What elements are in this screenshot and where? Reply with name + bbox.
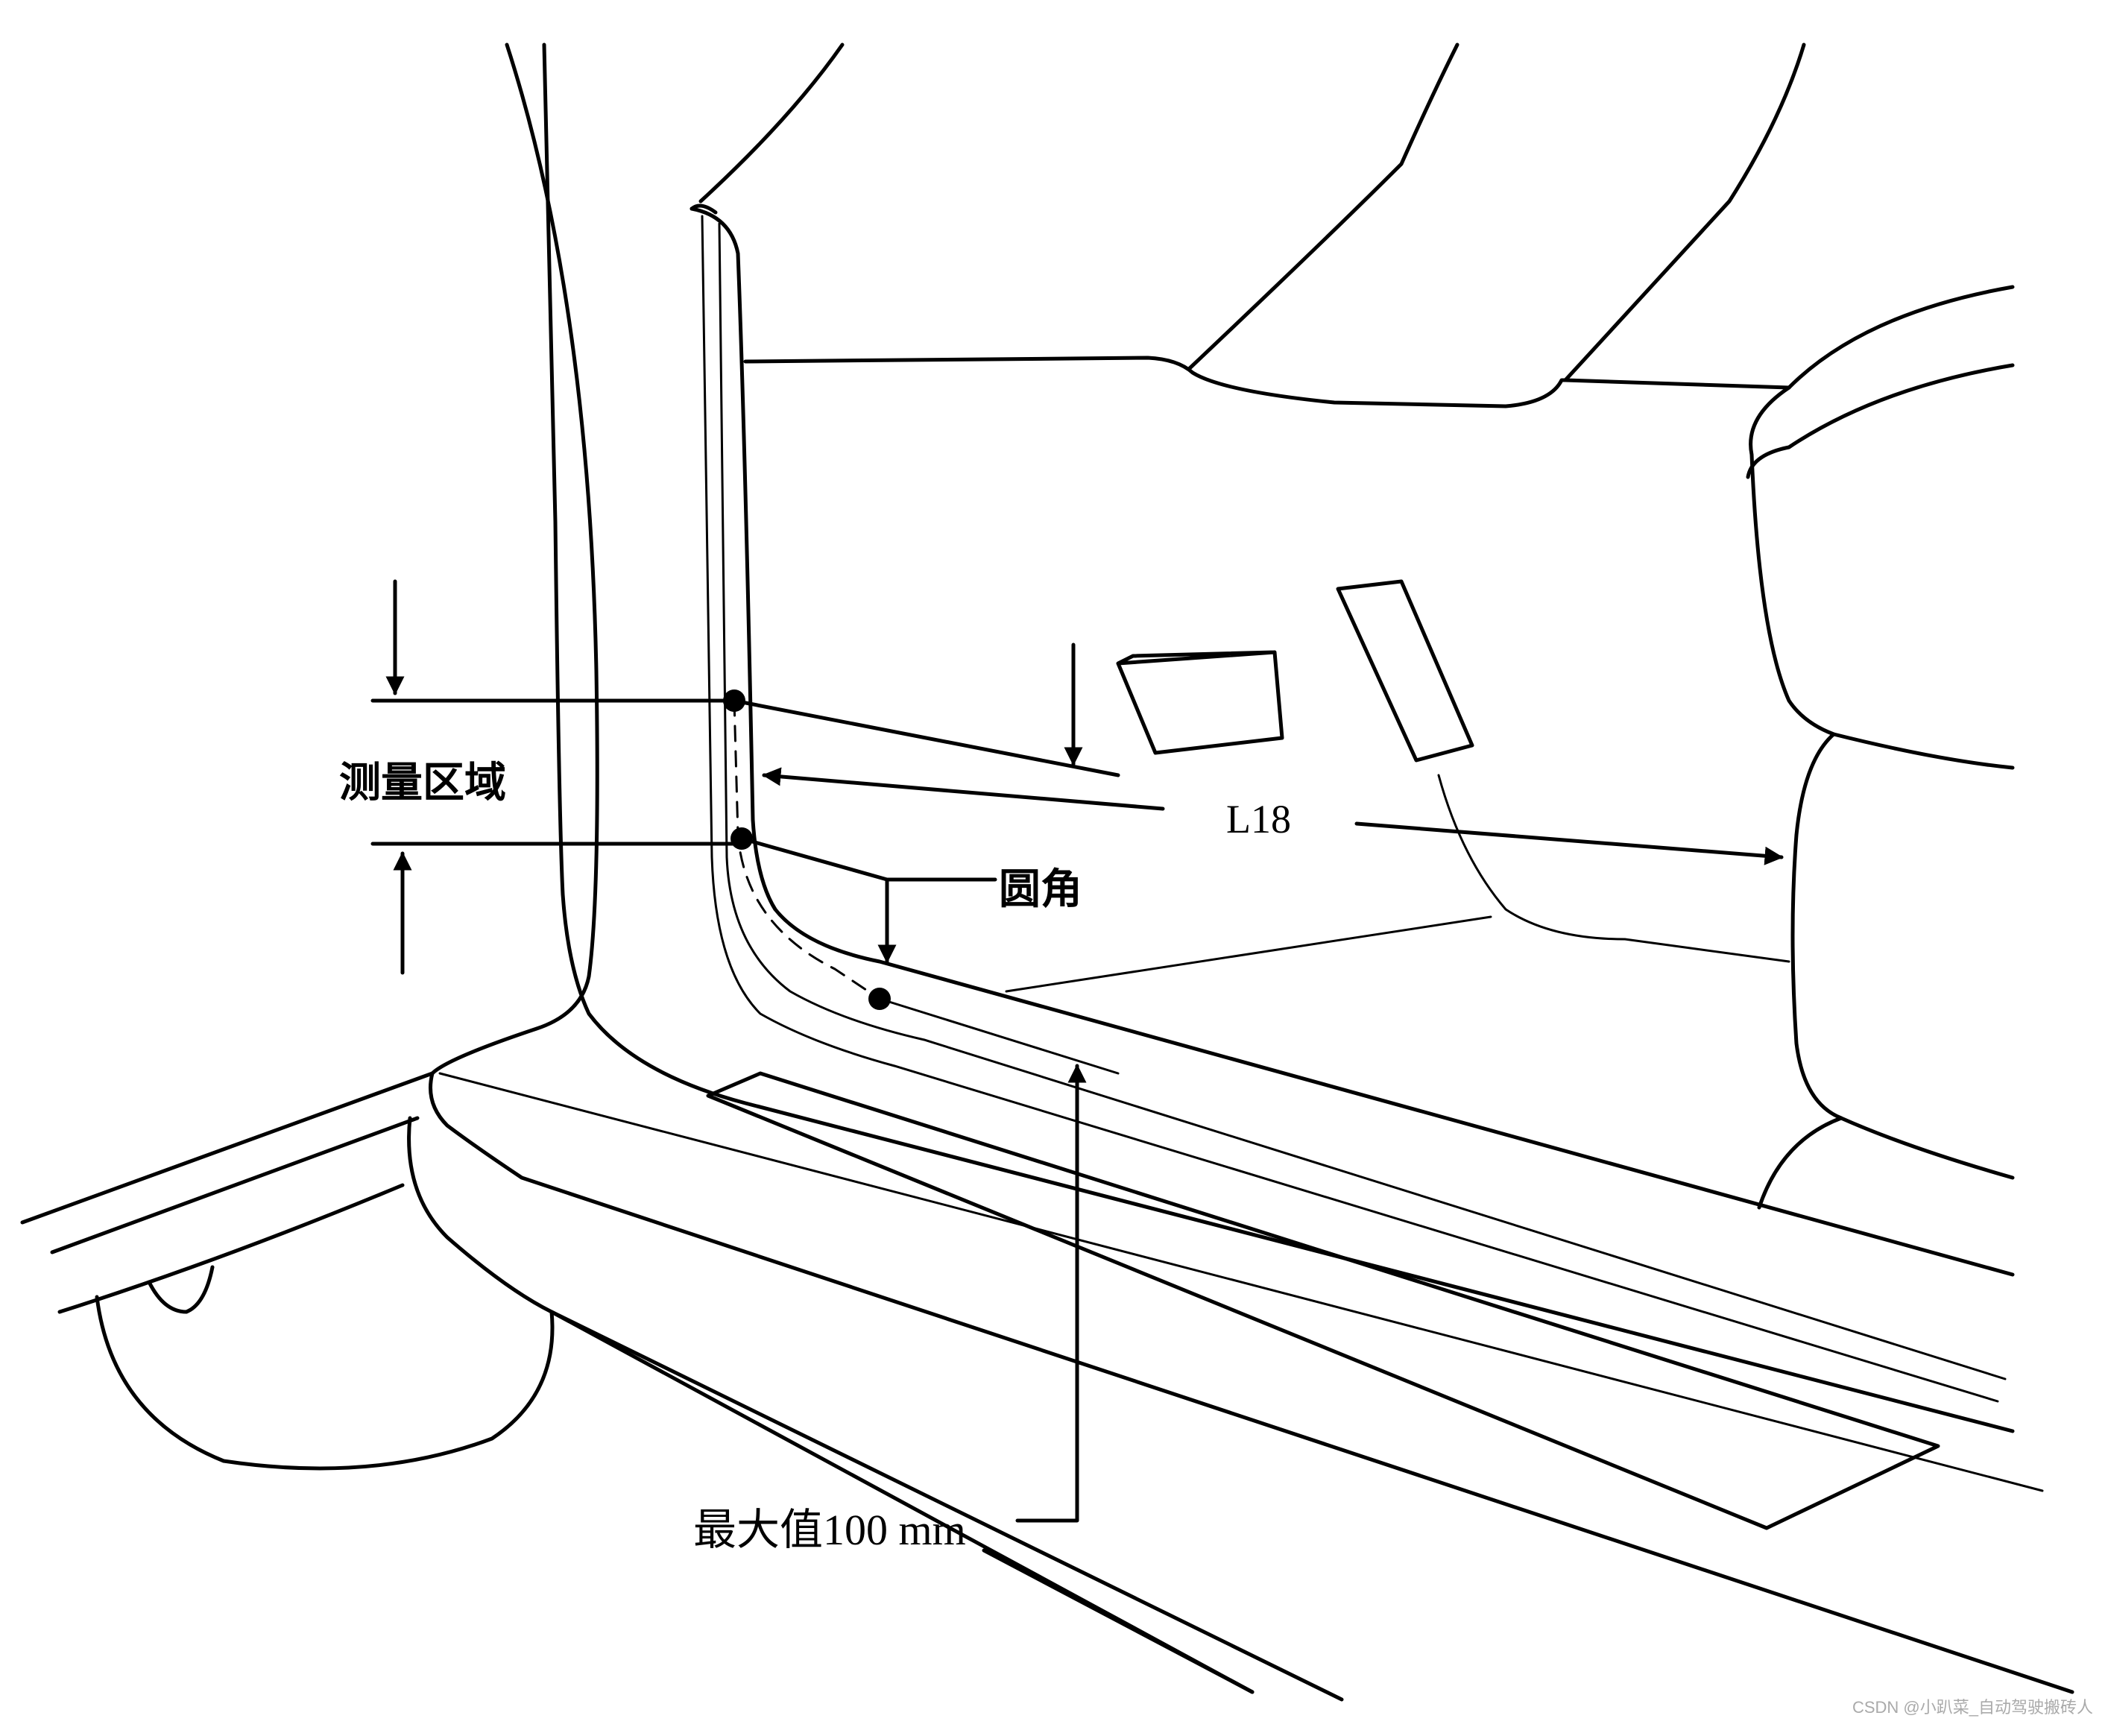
measure-zone-annotation bbox=[370, 579, 1120, 975]
vehicle-body-outline bbox=[20, 42, 2074, 1702]
fillet-label: 圆角 bbox=[999, 867, 1082, 913]
measure-zone-label: 测量区域 bbox=[339, 760, 506, 807]
fillet-end-point bbox=[868, 988, 891, 1010]
l18-label: L18 bbox=[1226, 797, 1291, 842]
max-value-annotation bbox=[1015, 1064, 1087, 1523]
max-value-label: 最大值100 mm bbox=[693, 1506, 966, 1554]
fillet-annotation bbox=[739, 836, 997, 1010]
watermark: CSDN @小趴菜_自动驾驶搬砖人 bbox=[1852, 1698, 2093, 1717]
l18-annotation bbox=[762, 767, 1784, 865]
